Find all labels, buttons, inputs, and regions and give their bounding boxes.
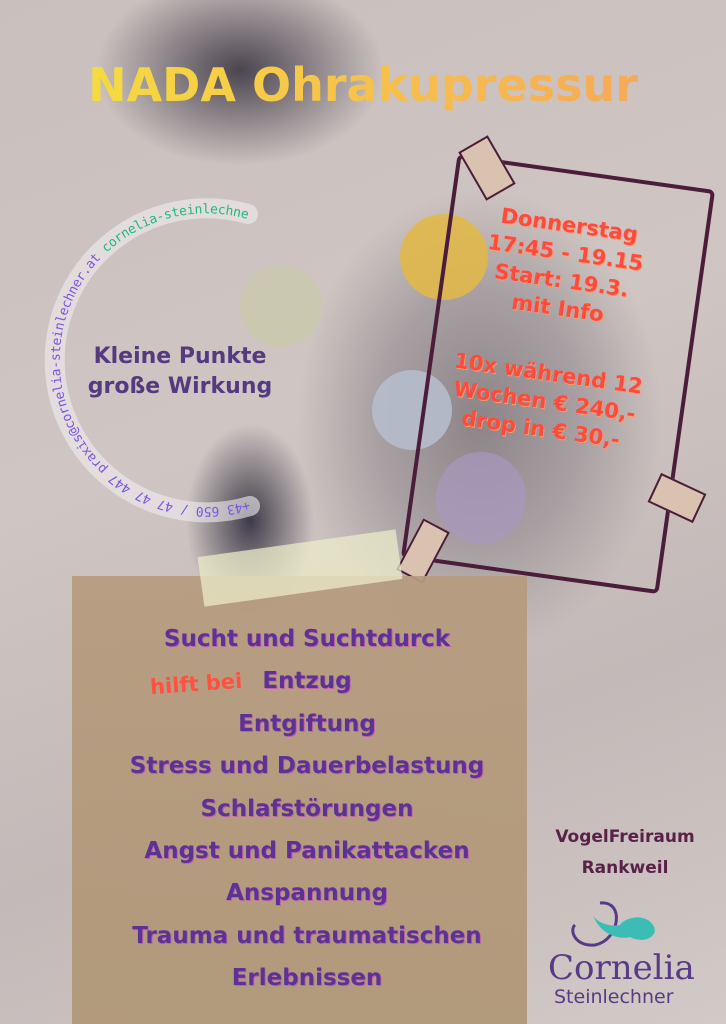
blue-dot: [372, 370, 452, 450]
list-item: Anspannung: [226, 880, 388, 907]
tagline: Kleine Punkte große Wirkung: [60, 342, 300, 402]
tagline-line: große Wirkung: [87, 374, 273, 399]
phone-number[interactable]: +43 650 / 47 47 447: [106, 470, 251, 518]
schedule-info: Donnerstag 17:45 - 19.15 Start: 19.3. mi…: [415, 194, 695, 461]
indications-list: Sucht und Suchtdurck Entzug Entgiftung S…: [72, 618, 542, 1000]
logo-mark-icon: [571, 901, 655, 947]
lilac-dot: [436, 452, 526, 544]
svg-text:+43 650 / 47 47 447 p: +43 650 / 47 47 447 praxis@cornelia-stei…: [0, 0, 252, 518]
venue-name: VogelFreiraum: [555, 827, 695, 847]
list-item: Entgiftung: [238, 710, 376, 737]
list-item: Sucht und Suchtdurck: [163, 626, 451, 652]
yellow-dot: [400, 214, 488, 300]
logo-surname: Steinlechner: [554, 986, 674, 1008]
tagline-line: Kleine Punkte: [93, 344, 267, 369]
venue-city: Rankweil: [581, 858, 669, 878]
contact-arc: +43 650 / 47 47 447 praxis@cornelia-stei…: [0, 0, 260, 523]
list-item: Schlafstörungen: [200, 795, 414, 822]
list-item: Angst und Panikattacken: [144, 838, 470, 865]
paper-panel: [72, 576, 527, 1024]
venue: VogelFreiraum Rankweil: [535, 822, 715, 884]
logo-name: Cornelia: [548, 948, 695, 988]
poster-title: NADA Ohrakupressur: [0, 58, 726, 112]
green-dot: [240, 265, 322, 347]
list-item: Entzug: [262, 668, 352, 695]
list-item: Erlebnissen: [231, 965, 383, 992]
list-item: Trauma und traumatischen: [132, 922, 482, 949]
list-item: Stress und Dauerbelastung: [129, 753, 485, 780]
